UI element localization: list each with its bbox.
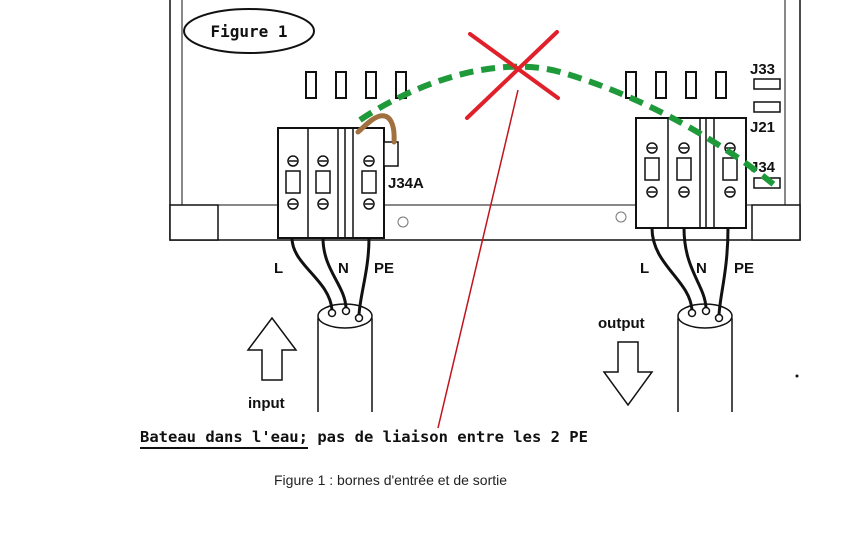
slot-row-left [305,71,407,99]
warning-note: Bateau dans l'eau; pas de liaison entre … [140,428,588,449]
output-pe-label: PE [734,260,754,277]
red-pointer-line [437,89,519,429]
input-label: input [248,395,285,412]
input-cable [290,237,373,412]
slot-row-right [625,71,727,99]
terminal-block-output [615,117,747,229]
pe-link-dashed [358,63,780,191]
jumper-j21 [753,101,781,113]
input-l-label: L [274,260,283,277]
terminal-block-input [277,127,409,239]
output-n-label: N [696,260,707,277]
input-arrow-icon [246,316,298,381]
brown-wire [355,113,397,145]
note-underlined: Bateau dans l'eau; [140,428,308,449]
j21-label: J21 [750,119,775,136]
j33-label: J33 [750,61,775,78]
output-label: output [598,315,645,332]
j34a-label: J34A [388,175,424,192]
j34-label: J34 [750,159,776,176]
figure-badge: Figure 1 [183,8,315,54]
output-cable [650,227,733,412]
input-pe-label: PE [374,260,394,277]
jumper-blocks [753,78,781,189]
enclosure [169,0,801,241]
figure-caption: Figure 1 : bornes d'entrée et de sortie [274,472,508,488]
output-l-label: L [640,260,649,277]
input-n-label: N [338,260,349,277]
jumper-j33 [753,78,781,90]
red-cross-icon [465,30,560,120]
output-arrow-icon [602,341,654,407]
note-rest: pas de liaison entre les 2 PE [307,428,588,446]
figure-label: Figure 1 [210,22,287,41]
